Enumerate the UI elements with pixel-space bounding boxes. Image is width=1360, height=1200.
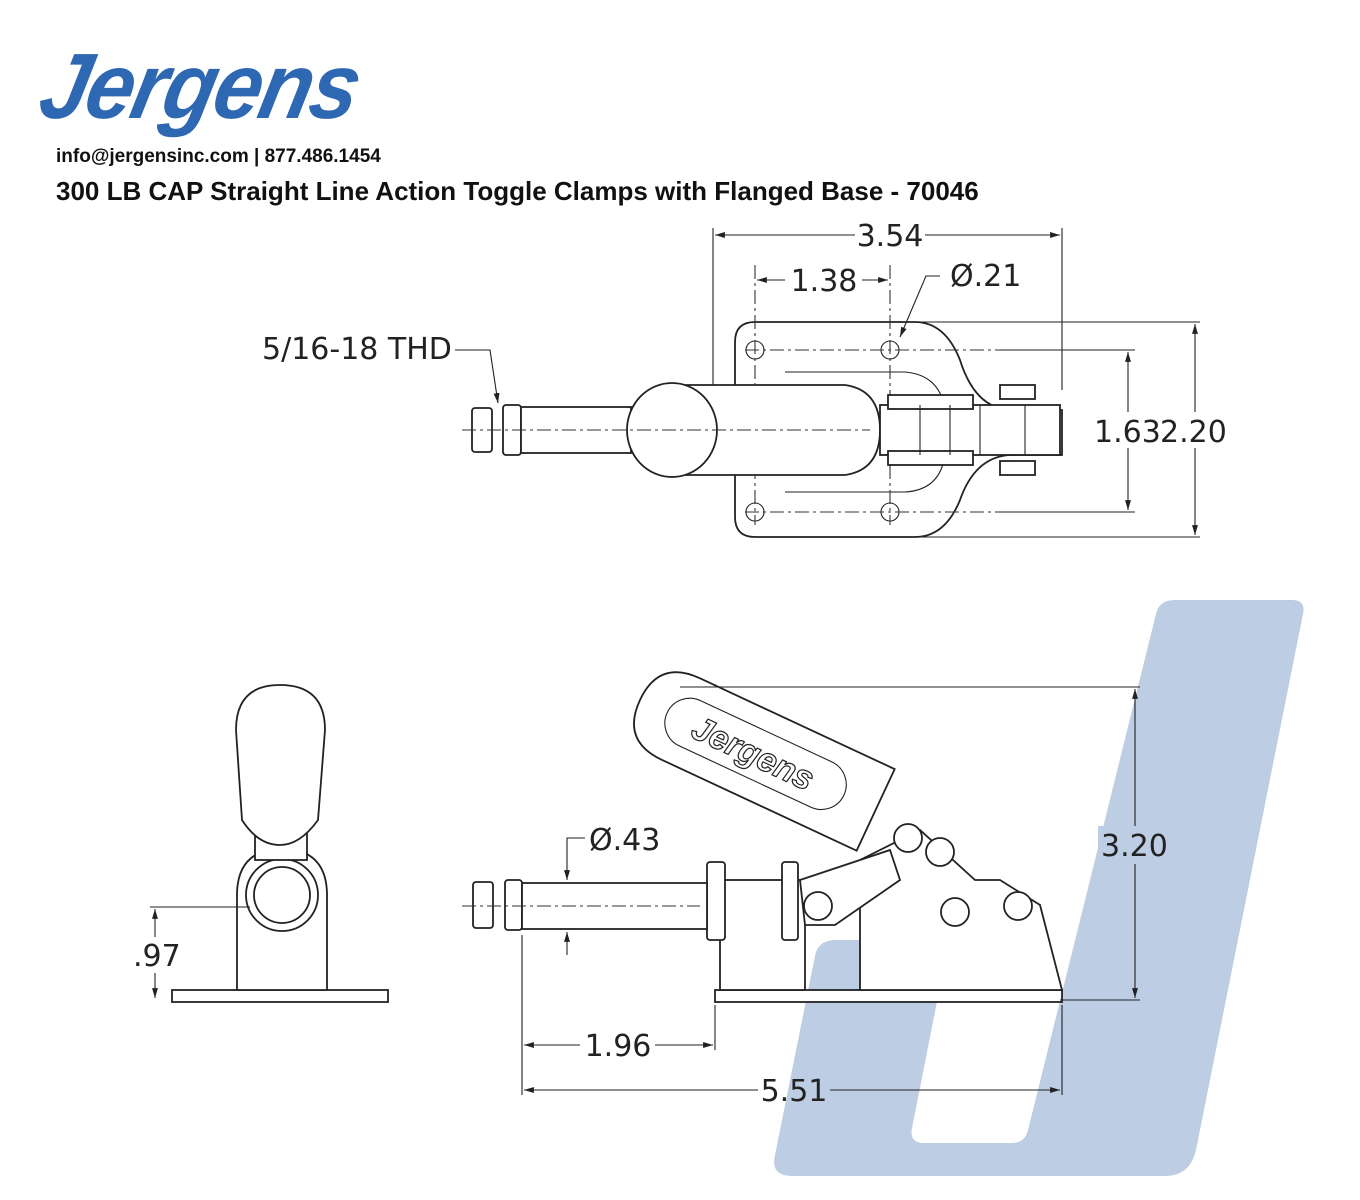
dim-hole-spacing-x: 1.38	[791, 264, 858, 299]
dim-base-width: 2.20	[1160, 415, 1227, 450]
thread-label: 5/16-18 THD	[262, 332, 452, 367]
dim-rod-diameter: Ø.43	[589, 823, 660, 858]
dim-overall-length-top: 3.54	[857, 219, 924, 254]
dim-hole-diameter: Ø.21	[950, 259, 1021, 294]
watermark-j	[774, 600, 1304, 1176]
dim-plunger-extension: 1.96	[585, 1029, 652, 1064]
dim-spindle-height: .97	[133, 939, 181, 974]
dim-overall-length-side: 5.51	[761, 1074, 828, 1109]
dim-hole-spacing-y: 1.63	[1094, 415, 1161, 450]
end-view: .97	[128, 684, 389, 1003]
top-view: 3.54 1.38 Ø.21 5/16-18 THD 1.63 2.20	[262, 219, 1230, 538]
product-title: 300 LB CAP Straight Line Action Toggle C…	[56, 176, 979, 206]
dim-height: 3.20	[1101, 829, 1168, 864]
contact-info: info@jergensinc.com | 877.486.1454	[56, 146, 381, 167]
